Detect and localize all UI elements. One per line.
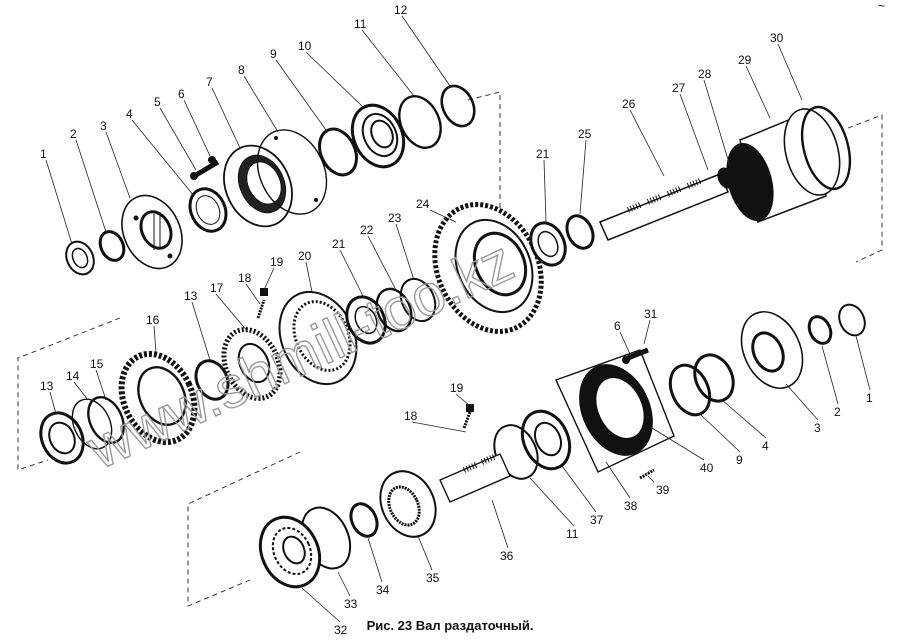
- middle-row-parts: [39, 277, 437, 465]
- label-19: 19: [270, 255, 284, 269]
- label-7: 7: [206, 75, 213, 89]
- label-32: 32: [334, 623, 348, 637]
- part-labels: 1 2 3 4 5 6 7 8 9 10 11 12 21 25 26 27 2…: [40, 3, 873, 637]
- label-38: 38: [624, 499, 638, 513]
- label-21: 21: [536, 147, 550, 161]
- label-26: 26: [622, 97, 636, 111]
- label-23: 23: [388, 211, 402, 225]
- label-12: 12: [394, 3, 408, 17]
- label-13: 13: [184, 289, 198, 303]
- figure-caption: Рис. 23 Вал раздаточный.: [366, 618, 534, 633]
- label-28: 28: [698, 67, 712, 81]
- label-3b: 3: [814, 421, 821, 435]
- label-19b: 19: [450, 381, 464, 395]
- label-1b: 1: [866, 391, 873, 405]
- leader-lines: [45, 15, 871, 623]
- label-37: 37: [590, 513, 604, 527]
- label-13b: 13: [40, 379, 54, 393]
- label-6b: 6: [614, 319, 621, 333]
- label-15: 15: [90, 357, 104, 371]
- label-30: 30: [770, 31, 784, 45]
- label-10: 10: [298, 39, 312, 53]
- label-1: 1: [40, 147, 47, 161]
- label-11: 11: [354, 17, 367, 31]
- label-24: 24: [416, 197, 430, 211]
- label-31: 31: [644, 307, 658, 321]
- label-3: 3: [100, 119, 107, 133]
- label-9: 9: [270, 47, 277, 61]
- label-16: 16: [146, 313, 160, 327]
- label-25: 25: [578, 127, 592, 141]
- label-36: 36: [500, 549, 514, 563]
- label-35: 35: [426, 571, 440, 585]
- label-29: 29: [738, 53, 752, 67]
- label-4: 4: [126, 107, 133, 121]
- label-2b: 2: [834, 405, 841, 419]
- label-11b: 11: [566, 527, 579, 541]
- corner-mark: ~: [878, 0, 885, 13]
- label-22: 22: [360, 223, 374, 237]
- label-21b: 21: [332, 237, 346, 251]
- label-39: 39: [656, 483, 670, 497]
- label-27: 27: [672, 81, 686, 95]
- label-18b: 18: [404, 409, 418, 423]
- label-4b: 4: [762, 439, 769, 453]
- label-40: 40: [700, 461, 714, 475]
- label-9b: 9: [736, 453, 743, 467]
- lower-right-parts: [258, 303, 866, 589]
- label-17: 17: [210, 281, 224, 295]
- label-5: 5: [154, 95, 161, 109]
- label-34: 34: [376, 583, 390, 597]
- label-33: 33: [344, 597, 358, 611]
- label-8: 8: [238, 63, 245, 77]
- upper-row-parts: [65, 84, 852, 334]
- label-2: 2: [70, 127, 77, 141]
- label-6: 6: [178, 87, 185, 101]
- label-20: 20: [298, 249, 312, 263]
- label-18: 18: [238, 271, 252, 285]
- label-14: 14: [66, 369, 80, 383]
